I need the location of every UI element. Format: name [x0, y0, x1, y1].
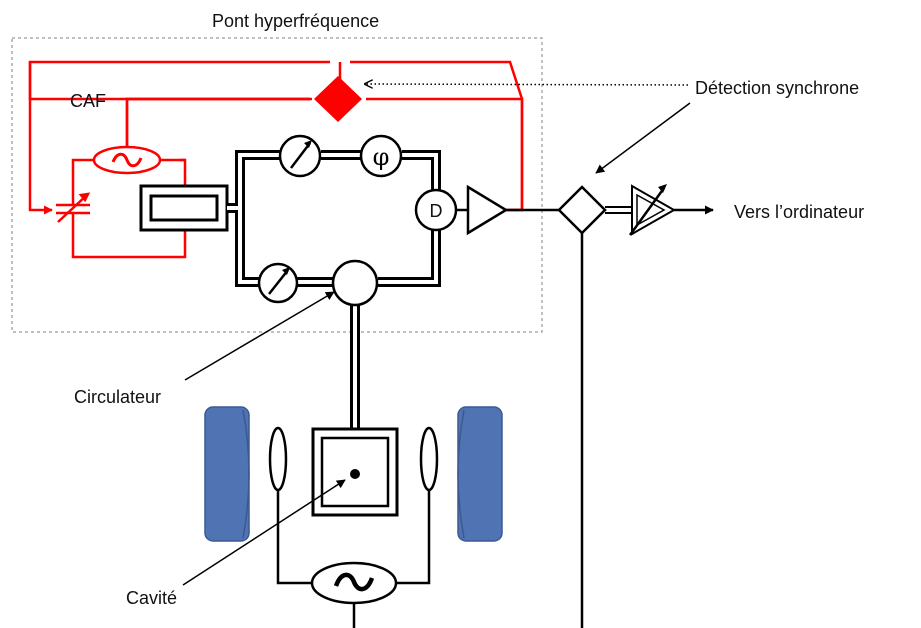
- modulation-wires: [276, 490, 431, 628]
- circulator-icon: [331, 259, 379, 307]
- modulation-coil-right-icon: [419, 426, 439, 492]
- magnet-left-icon: [204, 406, 250, 542]
- sync-pointer-dotted: [365, 84, 689, 85]
- afc-mixer-icon: [314, 76, 362, 122]
- bridge-boundary: [11, 37, 543, 333]
- detector-symbol: D: [430, 201, 443, 221]
- output-label: Vers l’ordinateur: [734, 202, 864, 222]
- waveguides: [227, 150, 441, 430]
- attenuator-reference-icon: [257, 262, 299, 304]
- amplifier-icon: [466, 184, 509, 236]
- cavity-pointer: [182, 479, 346, 586]
- modulation-coil-left-icon: [268, 426, 288, 492]
- afc-oscillator-icon: [92, 145, 162, 175]
- cavity-label: Cavité: [126, 588, 177, 608]
- klystron-icon: [139, 184, 229, 232]
- magnet-right-icon: [457, 406, 503, 542]
- caf-label: CAF: [70, 91, 106, 111]
- phase-shifter-icon: φ: [359, 134, 403, 178]
- circulator-pointer: [184, 291, 335, 381]
- variable-amplifier-icon: [605, 184, 677, 236]
- detector-icon: D: [414, 188, 458, 232]
- modulation-source-icon: [310, 561, 398, 605]
- cavity-icon: [311, 427, 399, 517]
- sync-pointer-solid: [595, 102, 691, 174]
- sync-mixer-icon: [557, 185, 607, 235]
- bridge-title: Pont hyperfréquence: [212, 11, 379, 31]
- sync-detection-label: Détection synchrone: [695, 78, 859, 98]
- circulator-label: Circulateur: [74, 387, 161, 407]
- phase-shifter-symbol: φ: [373, 143, 390, 171]
- variable-capacitor-icon: [56, 192, 91, 223]
- attenuator-icon: [278, 134, 322, 178]
- afc-wire-left: [125, 97, 312, 158]
